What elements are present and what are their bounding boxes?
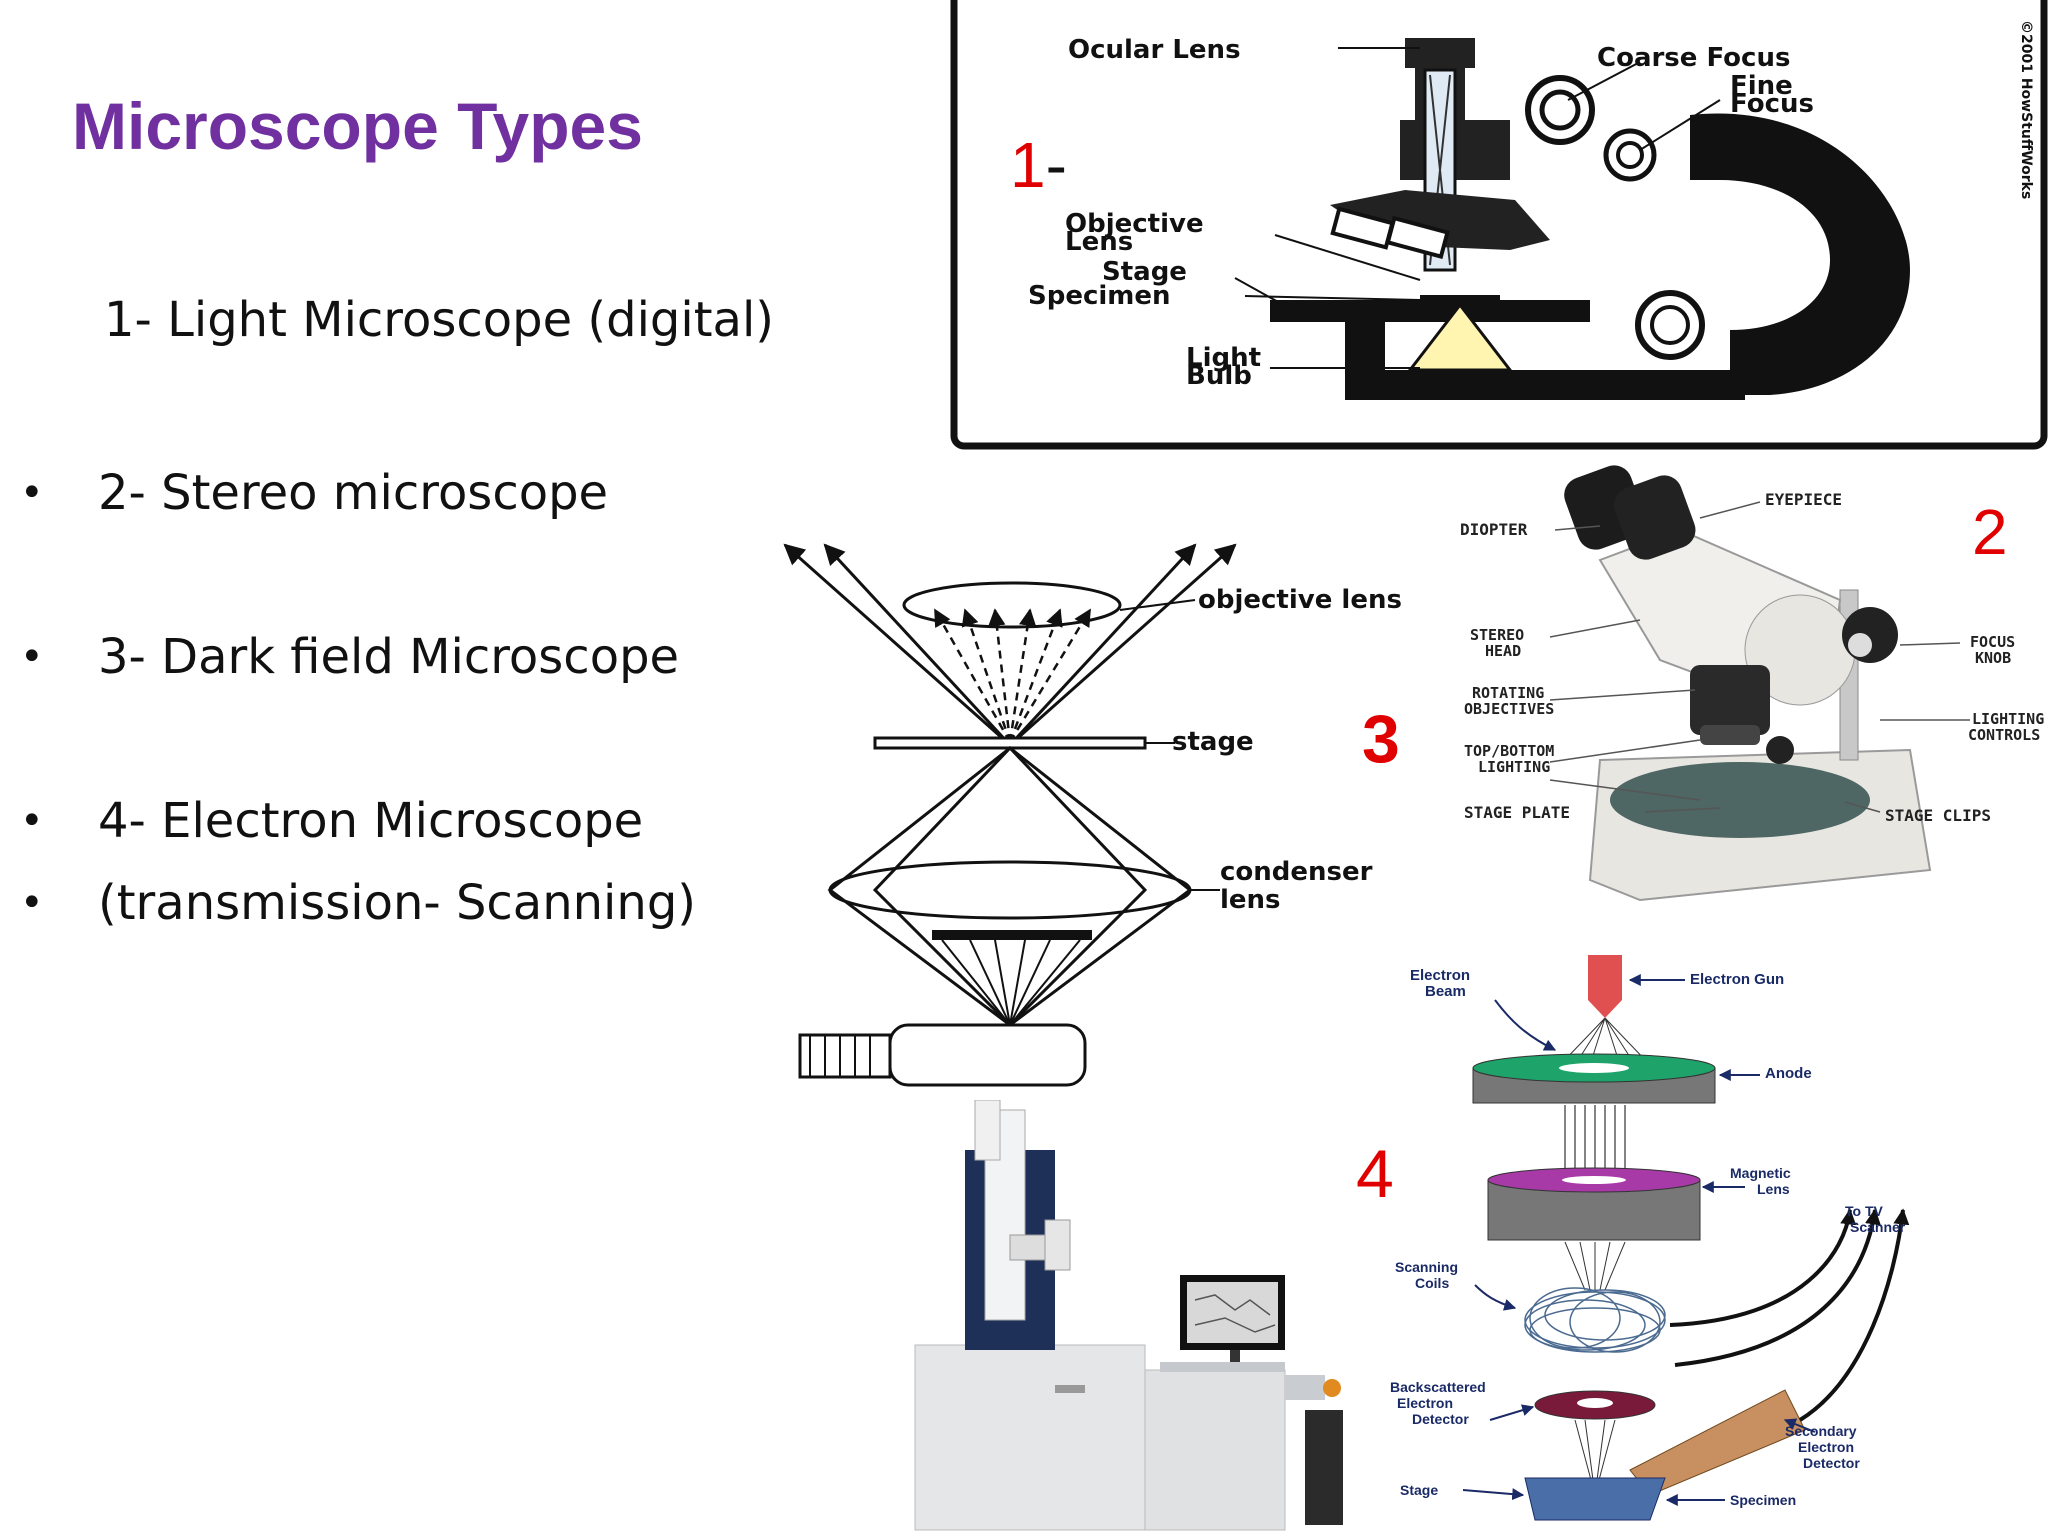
item-stereo-microscope: 2- Stereo microscope (98, 465, 609, 521)
item-electron-microscope: 4- Electron Microscope (98, 793, 644, 849)
label-stage-plate: STAGE PLATE (1464, 803, 1570, 822)
dark-field-stop (932, 930, 1092, 940)
label-objective-lens: objective lens (1198, 585, 1402, 615)
label-rotating-2: OBJECTIVES (1464, 700, 1554, 718)
item-dark-field: 3- Dark field Microscope (98, 629, 680, 685)
electron-gun (1588, 955, 1622, 1000)
label-ocular-lens: Ocular Lens (1068, 35, 1241, 65)
label-secondary-2: Electron (1798, 1439, 1854, 1455)
bullet: • (20, 798, 44, 844)
bullet: • (20, 634, 44, 680)
label-coarse-focus: Coarse Focus (1597, 43, 1790, 73)
sem-schematic-diagram: Electron Beam Electron Gun Anode Magneti… (1390, 955, 1910, 1521)
label-magnetic-1: Magnetic (1730, 1165, 1791, 1181)
label-specimen: Specimen (1028, 281, 1171, 311)
label-electron-beam-1: Electron (1410, 967, 1470, 984)
label-scanning-1: Scanning (1395, 1259, 1458, 1275)
stage-plate-glass (1610, 762, 1870, 838)
label-backscatter-1: Backscattered (1390, 1379, 1486, 1395)
label-fine-focus-1: Fine (1730, 71, 1793, 101)
label-stage: Stage (1102, 257, 1187, 287)
microscope-base (1345, 370, 1745, 400)
bullet: • (20, 470, 44, 516)
light-microscope-diagram: Ocular Lens Coarse Focus Fine Focus Obje… (950, 0, 2048, 450)
label-sem-stage: Stage (1400, 1482, 1438, 1498)
focus-knob (1842, 607, 1898, 663)
figure-number-4: 4 (1356, 1136, 1394, 1212)
scanning-coils (1524, 1287, 1666, 1353)
bulb-light-cone (1406, 302, 1514, 372)
label-anode: Anode (1765, 1065, 1812, 1082)
label-electron-gun: Electron Gun (1690, 971, 1784, 988)
label-eyepiece: EYEPIECE (1765, 490, 1842, 509)
label-rotating-1: ROTATING (1472, 684, 1544, 702)
copyright-text: ©2001 HowStuffWorks (2018, 20, 2034, 199)
label-stereo-head-2: HEAD (1485, 642, 1521, 660)
label-fine-focus-2: Focus (1730, 89, 1814, 119)
item-transmission-scanning: (transmission- Scanning) (98, 875, 697, 931)
label-top-bottom-1: TOP/BOTTOM (1464, 742, 1554, 760)
label-lighting-controls-1: LIGHTING (1972, 710, 2044, 728)
figure-number-3: 3 (1362, 701, 1400, 777)
label-focus-knob-1: FOCUS (1970, 633, 2015, 651)
lamp-housing (888, 1023, 1087, 1087)
label-backscatter-2: Electron (1397, 1395, 1453, 1411)
label-top-bottom-2: LIGHTING (1478, 758, 1550, 776)
slide-title: Microscope Types (72, 89, 643, 163)
label-scanning-2: Coils (1415, 1275, 1449, 1291)
label-condenser-2: lens (1220, 885, 1281, 915)
label-df-stage: stage (1172, 727, 1254, 757)
microscope-arm (1690, 113, 1910, 395)
item-light-microscope: 1- Light Microscope (digital) (104, 292, 775, 348)
objective-lens-shape (902, 581, 1122, 629)
condenser-lens-shape (828, 860, 1192, 920)
specimen-plate (1524, 1477, 1666, 1521)
label-stage-clips: STAGE CLIPS (1885, 806, 1991, 825)
bullet: • (20, 880, 44, 926)
label-condenser-1: condenser (1220, 857, 1373, 887)
label-electron-beam-2: Beam (1425, 983, 1466, 1000)
label-secondary-1: Secondary (1785, 1423, 1857, 1439)
stage-bar (1270, 300, 1590, 322)
label-to-tv-2: Scanner (1850, 1219, 1906, 1235)
label-light-1: Light (1186, 343, 1261, 373)
em-console-base (914, 1344, 1146, 1531)
label-stereo-head-1: STEREO (1470, 626, 1524, 644)
stereo-microscope-photo: EYEPIECE DIOPTER STEREO HEAD FOCUS KNOB … (1460, 465, 2044, 902)
electron-microscope-photo (914, 1100, 1343, 1531)
label-objective-1: Objective (1065, 209, 1204, 239)
label-focus-knob-2: KNOB (1975, 649, 2011, 667)
label-lighting-controls-2: CONTROLS (1968, 726, 2040, 744)
label-objective-2: Lens (1065, 227, 1133, 257)
label-to-tv-1: To TV (1845, 1203, 1884, 1219)
dark-field-diagram: objective lens stage condenser lens (783, 543, 1402, 1087)
label-magnetic-2: Lens (1757, 1181, 1790, 1197)
figure-number-2: 2 (1972, 496, 2008, 568)
figure-number-1: 1- (1010, 129, 1067, 201)
label-light-2: Bulb (1186, 361, 1252, 391)
label-backscatter-3: Detector (1412, 1411, 1469, 1427)
label-secondary-3: Detector (1803, 1455, 1860, 1471)
label-sem-specimen: Specimen (1730, 1492, 1796, 1508)
label-diopter: DIOPTER (1460, 520, 1528, 539)
